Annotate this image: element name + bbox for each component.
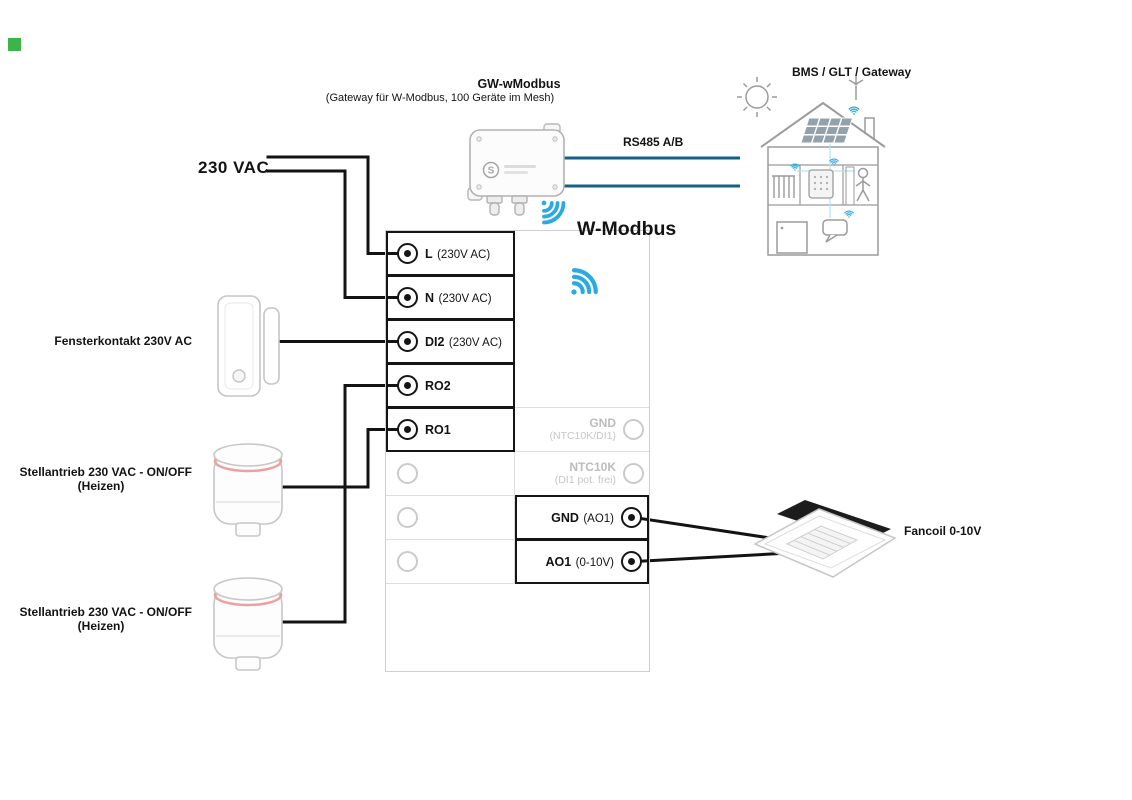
grid-line (386, 451, 649, 452)
actuator-2-device (212, 576, 284, 672)
radiator-icon (772, 175, 795, 198)
person-icon (855, 167, 871, 202)
terminal-label: GND (551, 510, 579, 525)
rs485-label: RS485 A/B (623, 135, 684, 149)
terminal-suffix: (DI1 pot. frei) (554, 474, 616, 487)
bms-building (737, 75, 886, 256)
sun-icon (737, 77, 777, 117)
gateway-name: GW-wModbus (477, 77, 561, 91)
terminal-cell-N: N (230V AC) (386, 275, 515, 320)
fancoil-label: Fancoil 0-10V (904, 524, 982, 538)
chimney (864, 117, 875, 140)
appliance-icon (776, 221, 808, 254)
gateway-logo-letter: S (488, 166, 495, 177)
actuator-2-label-line1: Stellantrieb 230 VAC - ON/OFF (19, 605, 192, 619)
actuator-2-label: Stellantrieb 230 VAC - ON/OFF (Heizen) (10, 605, 192, 633)
terminal-circle-DI2 (397, 331, 418, 352)
terminal-label: RO2 (425, 378, 451, 393)
terminal-suffix: (NTC10K/DI1) (549, 430, 616, 443)
wind-turbine-icon (848, 75, 864, 100)
terminal-circle-unused (397, 507, 418, 528)
gateway-logo-icon (482, 161, 500, 179)
terminal-cell-RO1: RO1 (386, 407, 515, 452)
actuator-1-label: Stellantrieb 230 VAC - ON/OFF (Heizen) (10, 465, 192, 493)
actuator-1-label-line2: (Heizen) (77, 479, 125, 493)
terminal-cell-gnd-ao1: GND (AO1) (515, 495, 649, 540)
terminal-label: GND (589, 415, 616, 430)
rs485-bus-lines (545, 156, 740, 188)
gateway-device: S (467, 123, 565, 216)
terminal-suffix: (230V AC) (437, 248, 491, 261)
terminal-suffix: (AO1) (583, 512, 614, 525)
terminal-suffix: (0-10V) (575, 556, 614, 569)
terminal-cell-DI2: DI2 (230V AC) (386, 319, 515, 364)
terminal-cell-L: L (230V AC) (386, 231, 515, 276)
speech-bubble-icon (822, 219, 848, 243)
window-contact-device (217, 295, 280, 397)
bms-label: BMS / GLT / Gateway (792, 65, 912, 79)
terminal-label: RO1 (425, 422, 451, 437)
gateway-subtitle: (Gateway für W-Modbus, 100 Geräte im Mes… (325, 92, 555, 104)
terminal-label: AO1 (545, 554, 572, 569)
terminal-circle-ao1 (621, 551, 642, 572)
door (845, 166, 855, 206)
cable-glands (486, 195, 528, 216)
grid-line (514, 407, 515, 584)
window-contact-label: Fensterkontakt 230V AC (54, 334, 192, 348)
terminal-cell-ao1: AO1 (0-10V) (515, 539, 649, 584)
gateway-wifi-icon (530, 189, 570, 229)
terminal-circle-unused (397, 551, 418, 572)
terminal-circle-N (397, 287, 418, 308)
wmodbus-title: W-Modbus (577, 218, 677, 240)
wiring-lines (266, 155, 792, 624)
terminal-label: DI2 (425, 334, 445, 349)
terminal-circle-RO1 (397, 419, 418, 440)
grid-line (386, 407, 649, 408)
terminal-suffix: (230V AC) (438, 292, 492, 305)
terminal-label: L (425, 246, 433, 261)
terminal-label: N (425, 290, 435, 305)
actuator-1-label-line1: Stellantrieb 230 VAC - ON/OFF (19, 465, 192, 479)
terminal-row-gnd-ntc: GND (NTC10K/DI1) (514, 407, 649, 452)
solar-wifi-icon (848, 106, 860, 116)
terminal-circle-gnd-ao1 (621, 507, 642, 528)
terminal-block: L (230V AC) N (230V AC) DI2 (230V AC) RO… (385, 230, 650, 672)
terminal-circle-gnd-ntc (623, 419, 644, 440)
terminal-suffix: (230V AC) (448, 336, 502, 349)
actuator-1-device (212, 442, 284, 538)
terminal-cell-RO2: RO2 (386, 363, 515, 408)
room-dividers (768, 164, 878, 206)
fancoil-device (753, 500, 897, 578)
terminal-circle-ntc10k (623, 463, 644, 484)
terminal-row-ntc10k: NTC10K (DI1 pot. frei) (514, 451, 649, 496)
terminal-label: NTC10K (569, 459, 616, 474)
terminal-circle-RO2 (397, 375, 418, 396)
page-marker (8, 38, 21, 51)
power-label: 230 VAC (198, 158, 270, 177)
actuator-2-label-line2: (Heizen) (77, 619, 125, 633)
terminal-circle-L (397, 243, 418, 264)
terminal-circle-unused (397, 463, 418, 484)
solar-panel (800, 117, 854, 144)
